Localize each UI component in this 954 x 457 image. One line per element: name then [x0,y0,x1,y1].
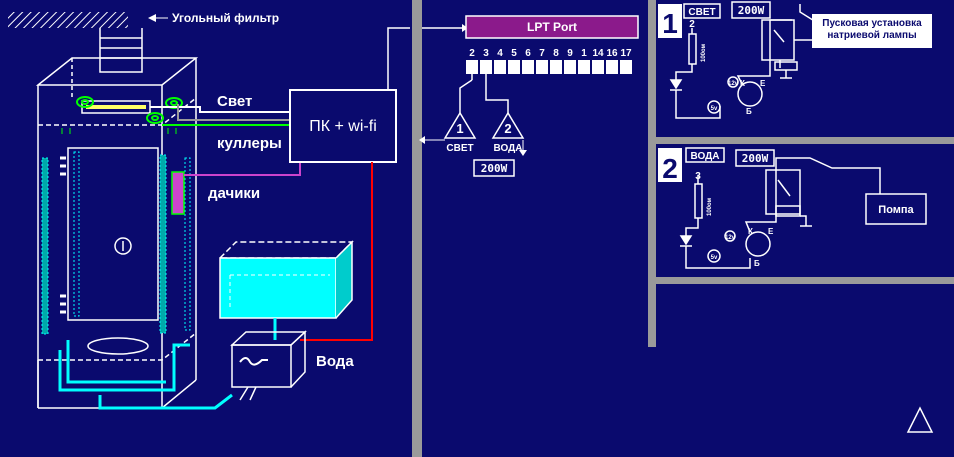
circuit2-12v: 12v [725,235,736,241]
separator-h1 [656,137,954,144]
door-handle [114,237,132,255]
lpt-pin-1: 1 [581,48,587,59]
circuit1-device: Пусковая установка натриевой лампы [822,18,922,41]
channel2-label: ВОДА [494,143,523,154]
circuit1-12v: 12v [728,81,739,87]
box-wiring [150,104,301,176]
lpt-relay-rating: 200W [481,162,508,175]
water-label: Вода [316,353,354,370]
pc-to-lpt-wire [387,27,410,90]
sensor-block [171,171,185,215]
coolers-label: куллеры [217,135,282,152]
light-label: Свет [217,93,252,110]
circuit1-title: СВЕТ [688,7,715,18]
water-tank [218,240,354,319]
sensors-label: дачики [208,185,260,202]
channel2-number: 2 [504,121,511,136]
lpt-pin-14: 14 [592,48,604,59]
circuit2-e: Е [768,227,774,236]
circuit2-title: ВОДА [691,151,720,162]
circuit2 [658,147,927,269]
circuit1-ground [780,70,792,79]
lpt-header [465,15,639,39]
lpt-pin-6: 6 [525,48,531,59]
lpt-pin-7: 7 [539,48,545,59]
air-duct [99,28,143,73]
lpt-pin-2: 2 [469,48,475,59]
circuit2-b: Б [754,259,760,268]
circuit1-rating: 200W [738,4,765,17]
separator-main [412,0,422,457]
led-strips [41,151,191,335]
circuit2-device: Помпа [878,204,914,216]
circuit1-k: К [740,79,745,88]
lpt-pin-16: 16 [606,48,618,59]
lpt-pin-8: 8 [553,48,559,59]
channel1-number: 1 [456,121,463,136]
lpt-pin-3: 3 [483,48,489,59]
circuit2-pin: 3 [695,171,701,182]
circuit2-k: К [748,227,753,236]
ceiling-hatch [8,12,128,28]
lpt-pin-4: 4 [497,48,503,59]
lpt-pin-17: 17 [620,48,632,59]
airflow-arrows [61,128,177,134]
circuit2-rating: 200W [742,152,769,165]
lpt-pin-blocks [466,60,632,74]
separator-circuits [648,0,656,347]
channel1-triangle [443,111,477,139]
pc-box [289,89,397,163]
circuit1-number: 1 [662,8,678,39]
lpt-pin-5: 5 [511,48,517,59]
circuit2-resistor: 100ом [707,197,713,216]
water-pipes [58,340,233,410]
lpt-title: LPT Port [527,20,577,34]
lpt-relay-rating-box [473,159,515,177]
circuit1 [658,1,932,119]
circuit1-pin: 2 [689,19,695,30]
pc-to-pump-wire [300,162,373,341]
channel2-triangle [491,111,525,139]
circuit1-b: Б [746,107,752,116]
warning-triangle [906,406,934,433]
circuit1-5v: 5v [711,106,718,112]
pc-label: ПК + wi-fi [309,118,377,135]
circuit1-e: Е [760,79,766,88]
separator-h2 [656,277,954,284]
channel1-label: СВЕТ [446,143,473,154]
floor-drain [87,337,149,355]
circuit1-resistor: 100ом [701,43,707,62]
pump-box [230,330,307,401]
circuit2-number: 2 [662,153,678,184]
cabinet-door [67,147,159,321]
circuit2-5v: 5v [711,255,718,261]
filter-label: Угольный фильтр [172,11,279,25]
lpt-pin-9: 9 [567,48,573,59]
